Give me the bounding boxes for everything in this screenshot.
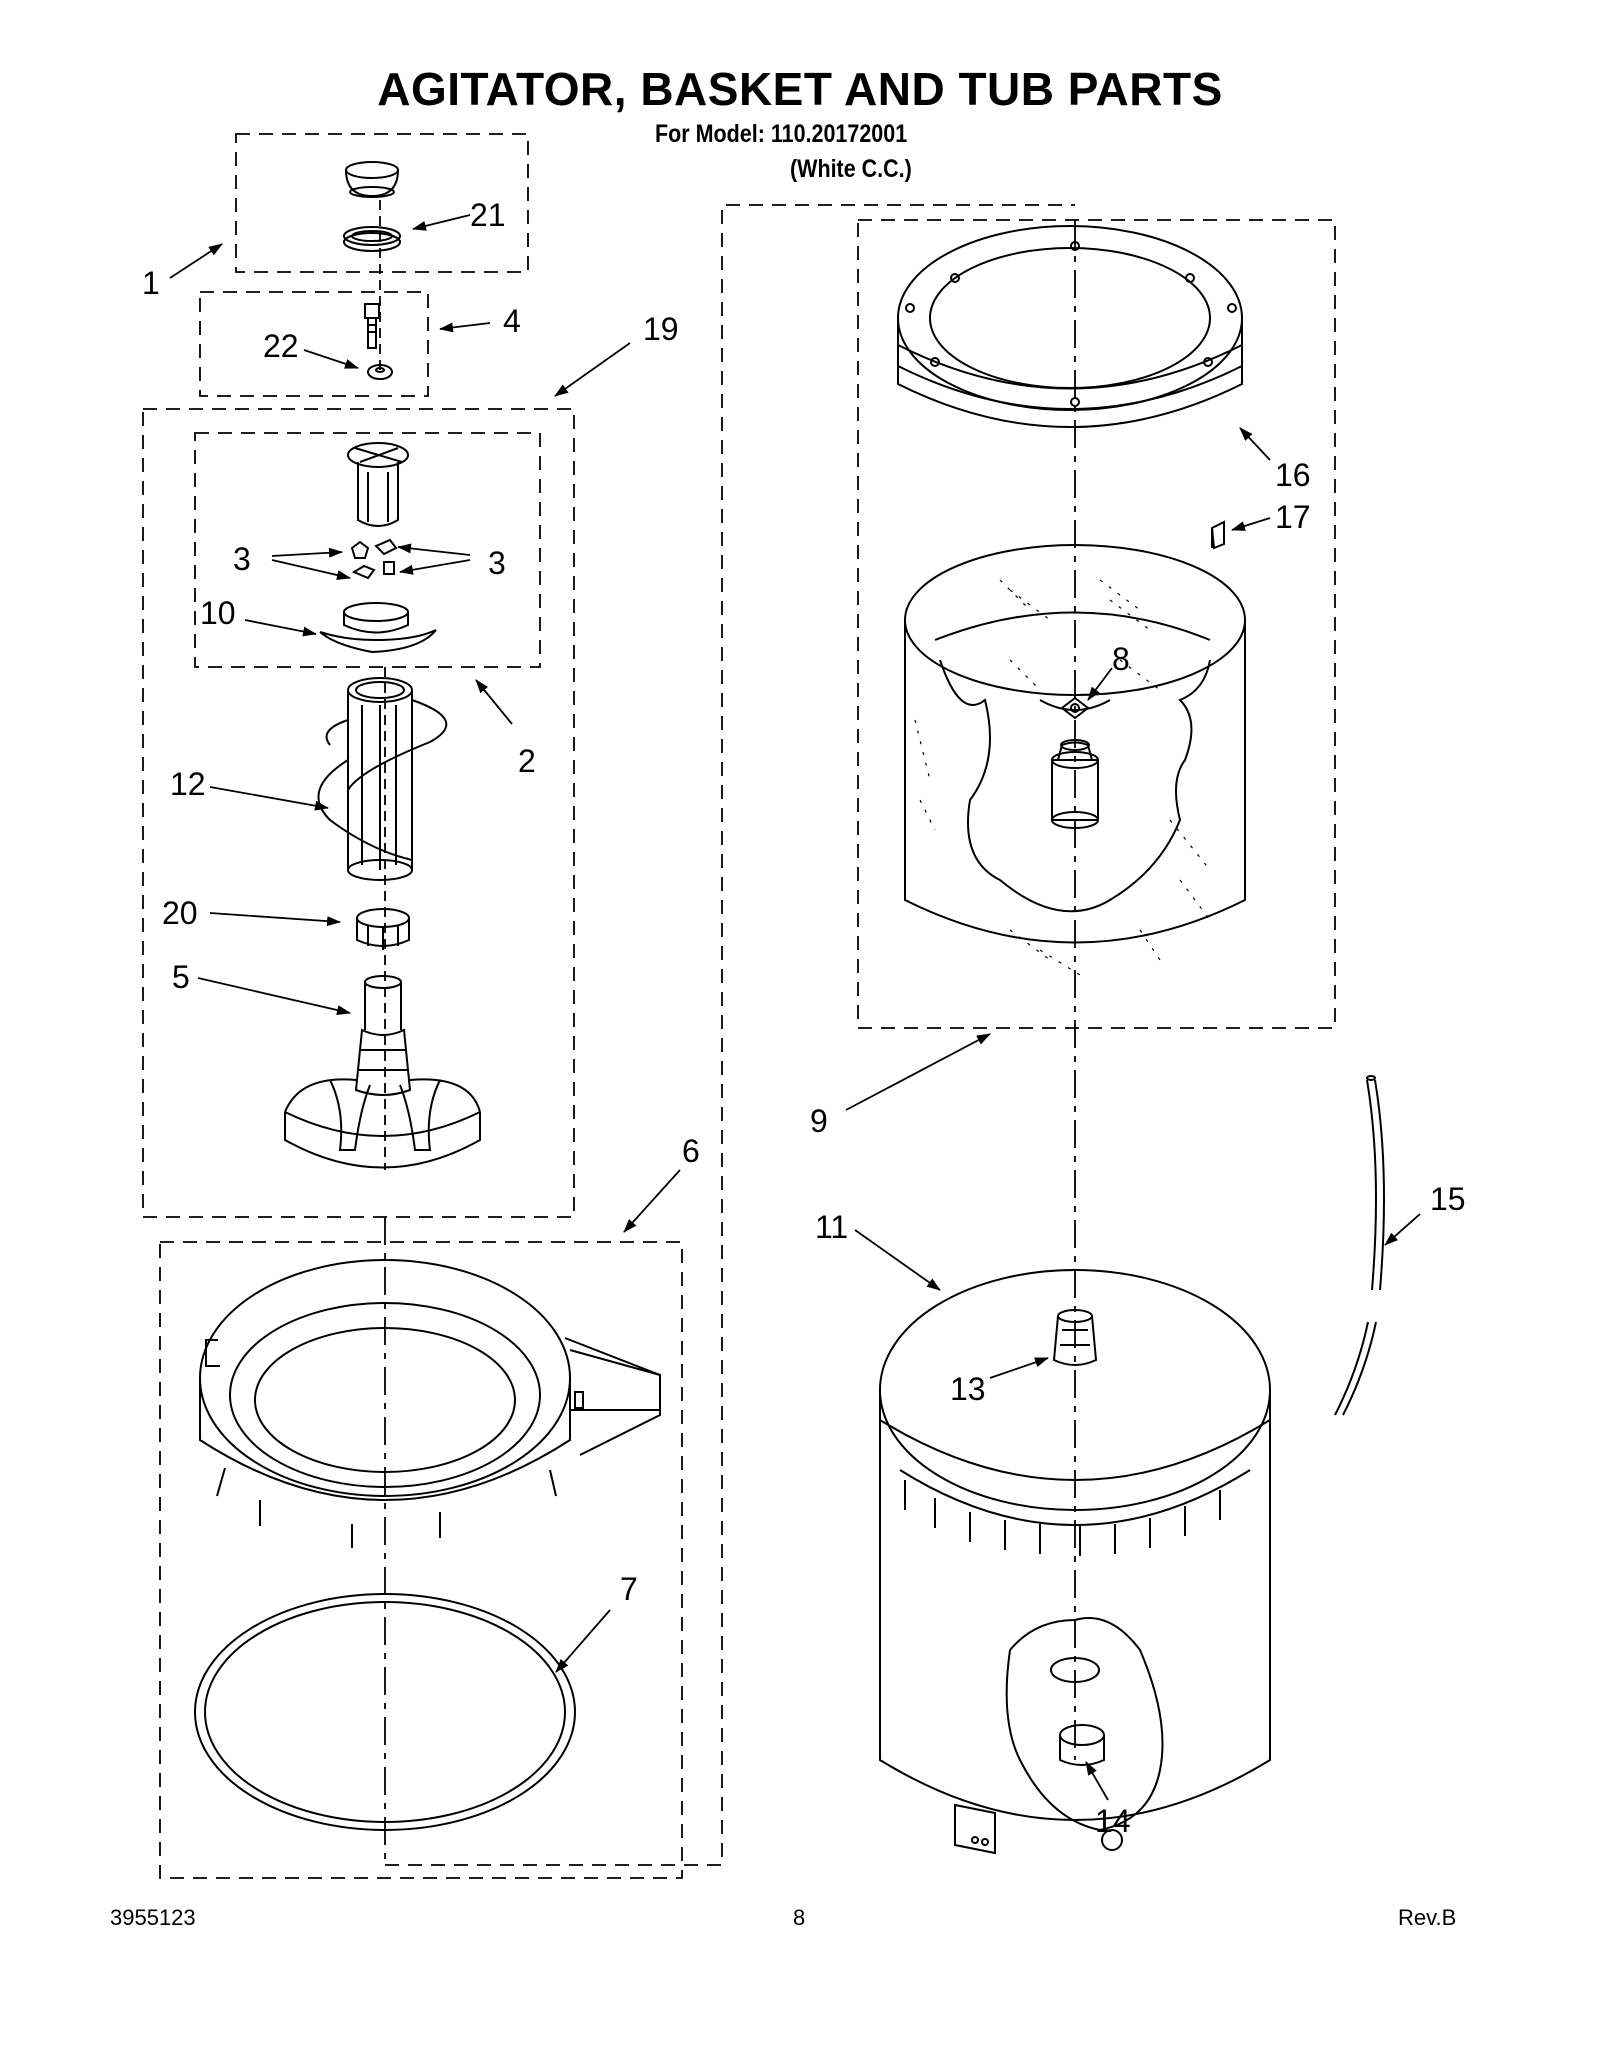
group-box-4 — [199, 291, 429, 397]
basket-drive-ring-part — [897, 225, 1243, 428]
leader-17 — [1231, 517, 1271, 531]
callout-11: 11 — [815, 1209, 848, 1245]
document-number: 3955123 — [110, 1905, 196, 1930]
callout-4: 4 — [503, 303, 521, 339]
leader-22 — [303, 349, 359, 369]
leader-11 — [854, 1229, 941, 1291]
callout-3-right: 3 — [488, 545, 506, 581]
leader-10 — [244, 619, 317, 637]
leader-3b2 — [399, 559, 471, 575]
leader-12 — [209, 786, 329, 811]
leader-1 — [169, 243, 223, 279]
leader-13 — [989, 1357, 1049, 1379]
leader-3a2 — [271, 559, 351, 580]
leader-3a1 — [271, 547, 343, 558]
callout-10: 10 — [200, 595, 236, 631]
leader-3b1 — [397, 543, 471, 556]
agitator-cap-part — [343, 161, 401, 252]
callout-7: 7 — [620, 1571, 638, 1607]
leader-2 — [475, 679, 513, 725]
callout-1: 1 — [142, 265, 160, 301]
auger-part — [317, 677, 448, 881]
group-box-6 — [159, 1241, 683, 1879]
group-box-9 — [857, 219, 1336, 1029]
group-box-1 — [235, 133, 529, 273]
callout-9: 9 — [810, 1103, 828, 1139]
callout-21: 21 — [470, 197, 506, 233]
group-box-2 — [194, 432, 541, 668]
callout-3-left: 3 — [233, 541, 251, 577]
model-number: For Model: 110.20172001 — [655, 120, 908, 148]
tub-seal-ring-part — [194, 1593, 576, 1831]
callout-17: 17 — [1275, 499, 1311, 535]
dog-parts — [350, 538, 398, 580]
leader-14 — [1085, 1761, 1109, 1801]
bearing-ring-part — [356, 908, 410, 950]
callout-2: 2 — [518, 743, 536, 779]
callout-12: 12 — [170, 766, 206, 802]
page-number: 8 — [793, 1905, 806, 1930]
callout-14: 14 — [1095, 1803, 1131, 1839]
callout-13: 13 — [950, 1371, 986, 1407]
basket-part — [904, 544, 1246, 976]
leader-6 — [623, 1169, 681, 1233]
callout-20: 20 — [162, 895, 198, 931]
clip-part — [1210, 520, 1225, 550]
group-box-19 — [142, 408, 575, 1218]
drive-cam-part — [347, 442, 409, 527]
callout-5: 5 — [172, 959, 190, 995]
leader-20 — [209, 912, 341, 927]
leader-16 — [1239, 427, 1271, 461]
callout-6: 6 — [682, 1133, 700, 1169]
agitator-ratchet-part — [319, 602, 437, 654]
color-variant: (White C.C.) — [790, 155, 912, 183]
callout-19: 19 — [643, 311, 679, 347]
tub-ring-part — [199, 1259, 661, 1548]
bolt-and-washer-part — [364, 303, 393, 380]
leader-19 — [554, 342, 631, 397]
leader-4 — [439, 322, 491, 333]
page-title: AGITATOR, BASKET AND TUB PARTS — [377, 63, 1223, 115]
leader-15 — [1384, 1213, 1421, 1246]
leader-8 — [1087, 667, 1113, 701]
revision-label: Rev.B — [1398, 1905, 1457, 1930]
callout-15: 15 — [1430, 1181, 1466, 1217]
callout-8: 8 — [1112, 641, 1130, 677]
leader-9 — [845, 1033, 991, 1111]
callout-22: 22 — [263, 328, 299, 364]
leader-21 — [412, 214, 471, 231]
leader-7 — [555, 1609, 611, 1673]
callout-16: 16 — [1275, 457, 1311, 493]
connector-line — [385, 204, 1075, 1866]
hose-part — [1334, 1075, 1385, 1416]
agitator-base-part — [284, 975, 481, 1169]
leader-5 — [197, 977, 351, 1015]
outer-tub-part — [879, 1269, 1271, 1855]
